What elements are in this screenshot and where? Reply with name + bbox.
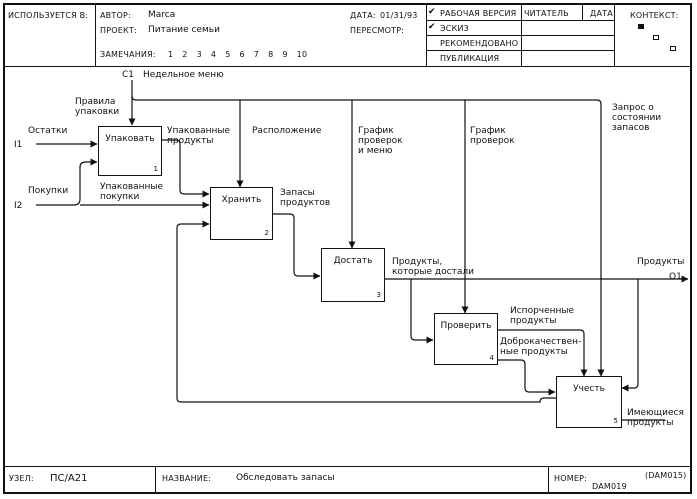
context-box-2 bbox=[653, 35, 659, 40]
node-label: УЗЕЛ: bbox=[9, 474, 34, 483]
number-label: НОМЕР: bbox=[554, 474, 587, 483]
status-rule-3 bbox=[426, 50, 614, 51]
arrow-packed-products bbox=[162, 139, 210, 198]
status-label: РЕКОМЕНДОВАНО bbox=[440, 39, 519, 48]
label-packing-rules: Правила упаковки bbox=[75, 97, 120, 117]
box-name: Учесть bbox=[573, 384, 605, 394]
label-stock: Запасы продуктов bbox=[280, 188, 331, 208]
arrow-to-check bbox=[410, 279, 434, 344]
note-number: 9 bbox=[282, 50, 288, 59]
status-rule-1 bbox=[426, 20, 614, 21]
header-divider-3 bbox=[521, 3, 522, 66]
activity-box-get[interactable]: Достать 3 bbox=[321, 248, 385, 302]
title-value: Обследовать запасы bbox=[236, 473, 335, 483]
note-number: 10 bbox=[296, 50, 308, 59]
label-products-out: Продукты bbox=[637, 257, 685, 267]
note-number: 3 bbox=[196, 50, 202, 59]
label-leftovers: Остатки bbox=[28, 126, 68, 136]
status-label: ЭСКИЗ bbox=[440, 24, 469, 33]
title-label: НАЗВАНИЕ: bbox=[162, 474, 212, 483]
reader-label: ЧИТАТЕЛЬ bbox=[524, 9, 569, 18]
header-divider-4 bbox=[614, 3, 615, 66]
label-spoiled: Испорченные продукты bbox=[510, 306, 575, 326]
revision-label: ПЕРЕСМОТР: bbox=[350, 26, 405, 35]
footer-divider-2 bbox=[548, 466, 549, 494]
project-label: ПРОЕКТ: bbox=[100, 26, 137, 35]
status-label: РАБОЧАЯ ВЕРСИЯ bbox=[440, 9, 517, 18]
label-good: Доброкачествен- ные продукты bbox=[500, 337, 582, 357]
diagram-frame bbox=[3, 3, 692, 494]
notes-label: ЗАМЕЧАНИЯ: bbox=[100, 50, 156, 59]
header-bottom-rule bbox=[3, 66, 692, 67]
label-packed-products: Упакованные продукты bbox=[167, 126, 231, 146]
label-weekly-menu: Недельное меню bbox=[143, 70, 224, 80]
box-name: Проверить bbox=[440, 321, 492, 331]
project-value: Питание семьи bbox=[148, 25, 220, 35]
activity-box-store[interactable]: Хранить 2 bbox=[210, 187, 273, 240]
node-value: ПС/А21 bbox=[50, 473, 88, 484]
used-at-label: ИСПОЛЬЗУЕТСЯ В: bbox=[8, 11, 89, 20]
note-number: 7 bbox=[253, 50, 260, 59]
date-label: ДАТА: bbox=[350, 11, 376, 20]
box-number: 4 bbox=[489, 354, 494, 362]
label-purchases: Покупки bbox=[28, 186, 69, 196]
activity-box-account[interactable]: Учесть 5 bbox=[556, 376, 622, 428]
author-label: АВТОР: bbox=[100, 11, 131, 20]
arrow-weekly-menu-trunk bbox=[131, 80, 605, 377]
box-number: 2 bbox=[264, 229, 269, 237]
label-c1: С1 bbox=[122, 70, 135, 80]
label-i2: I2 bbox=[14, 201, 23, 211]
number-code: (DAM015) bbox=[645, 471, 687, 480]
footer-top-rule bbox=[3, 466, 692, 467]
date-value: 01/31/93 bbox=[380, 11, 418, 20]
arrow-good bbox=[498, 359, 556, 396]
header-divider-1 bbox=[95, 3, 96, 66]
footer-divider-1 bbox=[155, 466, 156, 494]
status-checkbox: ✔ bbox=[428, 22, 436, 32]
label-available: Имеющиеся продукты bbox=[627, 408, 684, 428]
label-products-taken: Продукты, которые достали bbox=[392, 257, 474, 277]
label-check-menu-schedule: График проверок и меню bbox=[358, 126, 403, 156]
arrow-stock bbox=[273, 213, 321, 280]
label-check-schedule: График проверок bbox=[470, 126, 515, 146]
box-name: Упаковать bbox=[105, 134, 155, 144]
arrow-feedback bbox=[176, 220, 556, 403]
note-number: 2 bbox=[182, 50, 188, 59]
box-number: 5 bbox=[613, 417, 618, 425]
box-name: Хранить bbox=[221, 195, 262, 205]
context-box-3 bbox=[670, 46, 676, 51]
number-value: DAM019 bbox=[592, 482, 627, 491]
label-location: Расположение bbox=[252, 126, 322, 136]
status-checkbox: ✔ bbox=[428, 7, 436, 17]
context-box-current bbox=[638, 24, 644, 29]
arrow-spoiled bbox=[498, 329, 588, 377]
header-divider-2 bbox=[426, 3, 427, 66]
box-number: 3 bbox=[376, 291, 381, 299]
context-label: КОНТЕКСТ: bbox=[630, 11, 679, 20]
note-number: 6 bbox=[239, 50, 245, 59]
label-o1: O1 bbox=[669, 272, 682, 282]
reader-date-label: ДАТА bbox=[590, 9, 613, 18]
activity-box-check[interactable]: Проверить 4 bbox=[434, 313, 498, 365]
box-name: Достать bbox=[333, 256, 373, 266]
label-packed-purchases: Упакованные покупки bbox=[100, 182, 164, 202]
reader-date-divider bbox=[582, 3, 583, 20]
arrow-purchases bbox=[36, 158, 98, 206]
status-label: ПУБЛИКАЦИЯ bbox=[440, 54, 500, 63]
note-number: 1 bbox=[168, 50, 174, 59]
note-number: 8 bbox=[268, 50, 274, 59]
note-number: 4 bbox=[210, 50, 217, 59]
activity-box-pack[interactable]: Упаковать 1 bbox=[98, 126, 162, 176]
note-number: 5 bbox=[225, 50, 231, 59]
label-i1: I1 bbox=[14, 140, 23, 150]
status-rule-2 bbox=[426, 35, 614, 36]
arrow-products-out-drop bbox=[621, 279, 639, 392]
author-value: Marca bbox=[148, 10, 176, 20]
label-stock-request: Запрос о состоянии запасов bbox=[612, 103, 662, 133]
box-number: 1 bbox=[153, 165, 158, 173]
